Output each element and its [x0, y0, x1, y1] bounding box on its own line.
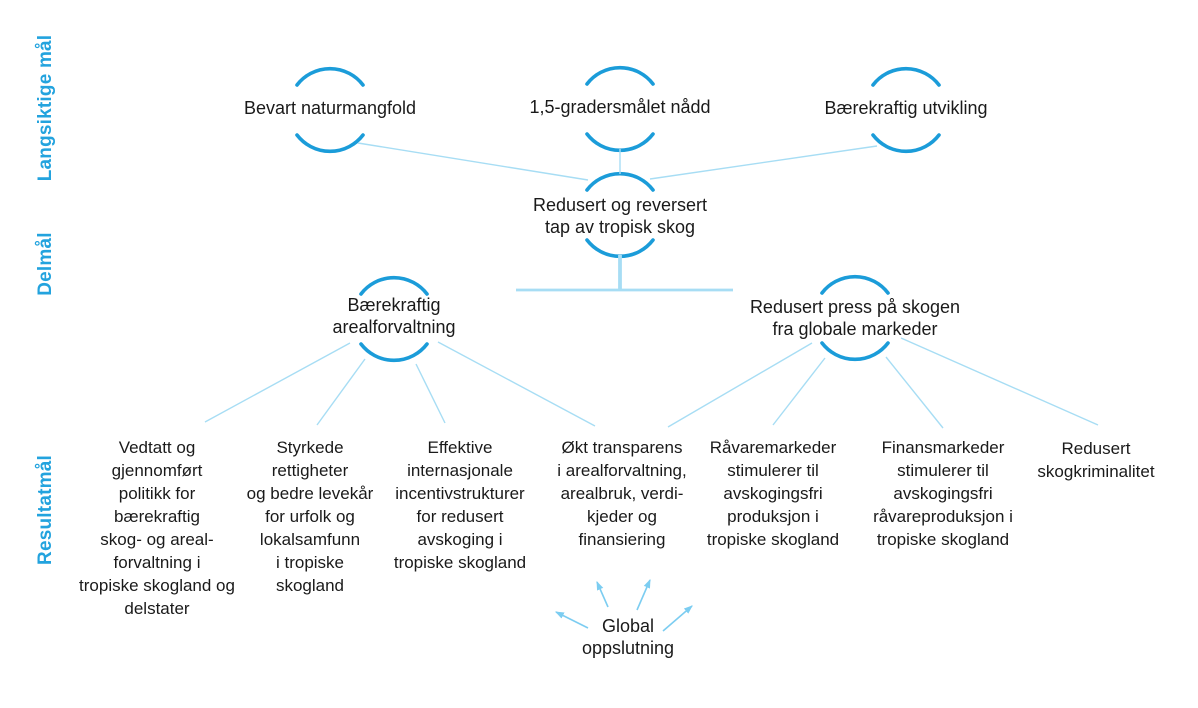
node-gradersmalet-nadd: 1,5-gradersmålet nådd: [529, 97, 711, 117]
goal-ring-icon-redusert-press: [820, 274, 890, 362]
node-subgoal-arealforvaltning: Bærekraftig arealforvaltning: [332, 295, 456, 337]
row-label-delmal: Delmål: [35, 232, 56, 296]
goal-ring-icon-bevart-naturmangfold: [295, 66, 365, 154]
connector-t-junction: [516, 255, 733, 292]
result-goal-ravaremarkeder: Råvaremarkeder stimulerer til avskogings…: [706, 438, 840, 549]
node-global-oppslutning: Global oppslutning: [581, 616, 675, 658]
result-goal-incentivstrukturer: Effektive internasjonale incentivstruktu…: [393, 438, 527, 572]
node-main-goal: Redusert og reversert tap av tropisk sko…: [532, 195, 708, 237]
node-baerekraftig-utvikling: Bærekraftig utvikling: [824, 98, 988, 118]
global-support-arrows-icon: [554, 578, 693, 632]
row-label-resultatmal: Resultatmål: [35, 455, 56, 565]
row-label-langsiktige-mal: Langsiktige mål: [35, 34, 56, 182]
result-goal-finansmarkeder: Finansmarkeder stimulerer til avskogings…: [873, 438, 1013, 549]
result-goal-transparens: Økt transparens i arealforvaltning, area…: [557, 438, 687, 549]
result-goal-rettigheter: Styrkede rettigheter og bedre levekår fo…: [246, 438, 374, 595]
connector-lines-subgoal-right: [667, 337, 1099, 429]
connector-lines-top: [357, 142, 878, 181]
result-goal-skogkriminalitet: Redusert skogkriminalitet: [1037, 439, 1155, 481]
connector-lines-subgoal-left: [204, 341, 596, 427]
result-goal-politikk: Vedtatt og gjennomført politikk for bære…: [79, 438, 235, 618]
goal-ring-icon-baerekraftig-utvikling: [871, 66, 941, 154]
node-subgoal-redusert-press: Redusert press på skogen fra globale mar…: [749, 297, 961, 339]
goal-ring-icon-arealforvaltning: [359, 275, 429, 363]
node-bevart-naturmangfold: Bevart naturmangfold: [243, 98, 417, 118]
